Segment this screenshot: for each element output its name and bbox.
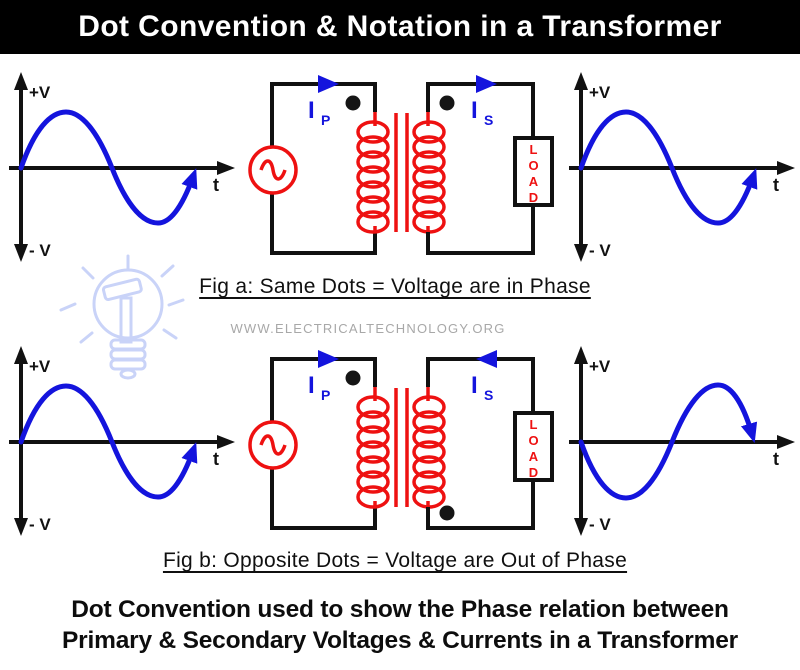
secondary-dot [439, 95, 455, 111]
t-label: t [213, 175, 219, 195]
sine-wave-in-phase [18, 383, 198, 500]
secondary-coil [412, 387, 446, 509]
page-title: Dot Convention & Notation in a Transform… [78, 10, 722, 43]
load-letter: L [530, 142, 538, 157]
minus-v-label: - V [29, 241, 51, 260]
secondary-wire-bottom [426, 480, 535, 530]
load-letter: D [529, 190, 538, 205]
ac-source-icon [248, 145, 298, 195]
primary-dot [345, 95, 361, 111]
minus-v-label: - V [589, 515, 611, 534]
fig-b-caption: Fig b: Opposite Dots = Voltage are Out o… [162, 549, 628, 572]
axis-arrow-right-icon [217, 435, 235, 449]
axis-arrow-up-icon [14, 346, 28, 364]
plus-v-label: +V [589, 83, 611, 102]
axis-arrow-down-icon [574, 518, 588, 536]
axis-arrow-right-icon [777, 435, 795, 449]
fig-a-caption: Fig a: Same Dots = Voltage are in Phase [199, 275, 591, 298]
plus-v-label: +V [589, 357, 611, 376]
minus-v-label: - V [29, 515, 51, 534]
primary-wire-bottom [270, 468, 377, 530]
sine-wave-out-of-phase [578, 382, 758, 501]
ip-label: I [308, 97, 315, 124]
load-box [513, 411, 554, 482]
axis-arrow-right-icon [217, 161, 235, 175]
load-letter: D [529, 465, 538, 480]
is-label: I [471, 372, 478, 399]
is-label: I [471, 97, 478, 124]
t-label: t [773, 175, 779, 195]
fig-b-primary-voltage-graph: +V - V t [9, 346, 235, 536]
t-label: t [213, 449, 219, 469]
is-sub-label: S [484, 112, 493, 128]
secondary-dot [439, 505, 455, 521]
axis-arrow-up-icon [574, 346, 588, 364]
axis-arrow-down-icon [14, 244, 28, 262]
ac-source-icon [248, 420, 298, 470]
ac-sine-symbol [259, 434, 287, 456]
is-sub-label: S [484, 387, 493, 403]
axis-arrow-down-icon [574, 244, 588, 262]
fig-a-transformer-circuit: L O A D I P I S [248, 75, 554, 255]
load-letter: A [529, 449, 539, 464]
footer-line-1: Dot Convention used to show the Phase re… [71, 596, 729, 623]
site-watermark: WWW.ELECTRICALTECHNOLOGY.ORG [230, 321, 506, 336]
fig-a-primary-voltage-graph: +V - V t [9, 72, 235, 262]
load-letter: O [528, 433, 538, 448]
load-letter: O [528, 158, 538, 173]
footer-line-2: Primary & Secondary Voltages & Currents … [62, 627, 738, 654]
minus-v-label: - V [589, 241, 611, 260]
ac-sine-symbol [259, 159, 287, 181]
load-letter: L [530, 417, 538, 432]
axis-arrow-down-icon [14, 518, 28, 536]
primary-current-arrow-icon [318, 75, 339, 93]
primary-wire-bottom [270, 193, 377, 255]
plus-v-label: +V [29, 357, 51, 376]
t-label: t [773, 449, 779, 469]
primary-dot [345, 370, 361, 386]
fig-a-secondary-voltage-graph: +V - V t [569, 72, 795, 262]
primary-coil [356, 112, 390, 234]
load-box [513, 136, 554, 207]
footer-summary: Dot Convention used to show the Phase re… [0, 594, 800, 656]
ip-sub-label: P [321, 112, 330, 128]
axis-arrow-right-icon [777, 161, 795, 175]
ip-label: I [308, 372, 315, 399]
plus-v-label: +V [29, 83, 51, 102]
axis-arrow-up-icon [574, 72, 588, 90]
fig-b-secondary-voltage-graph: +V - V t [569, 346, 795, 536]
secondary-coil [412, 112, 446, 234]
sine-wave-in-phase [18, 109, 198, 226]
axis-arrow-up-icon [14, 72, 28, 90]
secondary-current-arrow-icon [476, 350, 497, 368]
secondary-wire-bottom [426, 205, 535, 255]
primary-coil [356, 387, 390, 509]
sine-wave-in-phase [578, 109, 758, 226]
fig-b-transformer-circuit: L O A D I P I S [248, 350, 554, 530]
ip-sub-label: P [321, 387, 330, 403]
title-bar: Dot Convention & Notation in a Transform… [0, 0, 800, 54]
secondary-current-arrow-icon [476, 75, 497, 93]
primary-current-arrow-icon [318, 350, 339, 368]
lightbulb-logo-icon [59, 254, 185, 380]
load-letter: A [529, 174, 539, 189]
